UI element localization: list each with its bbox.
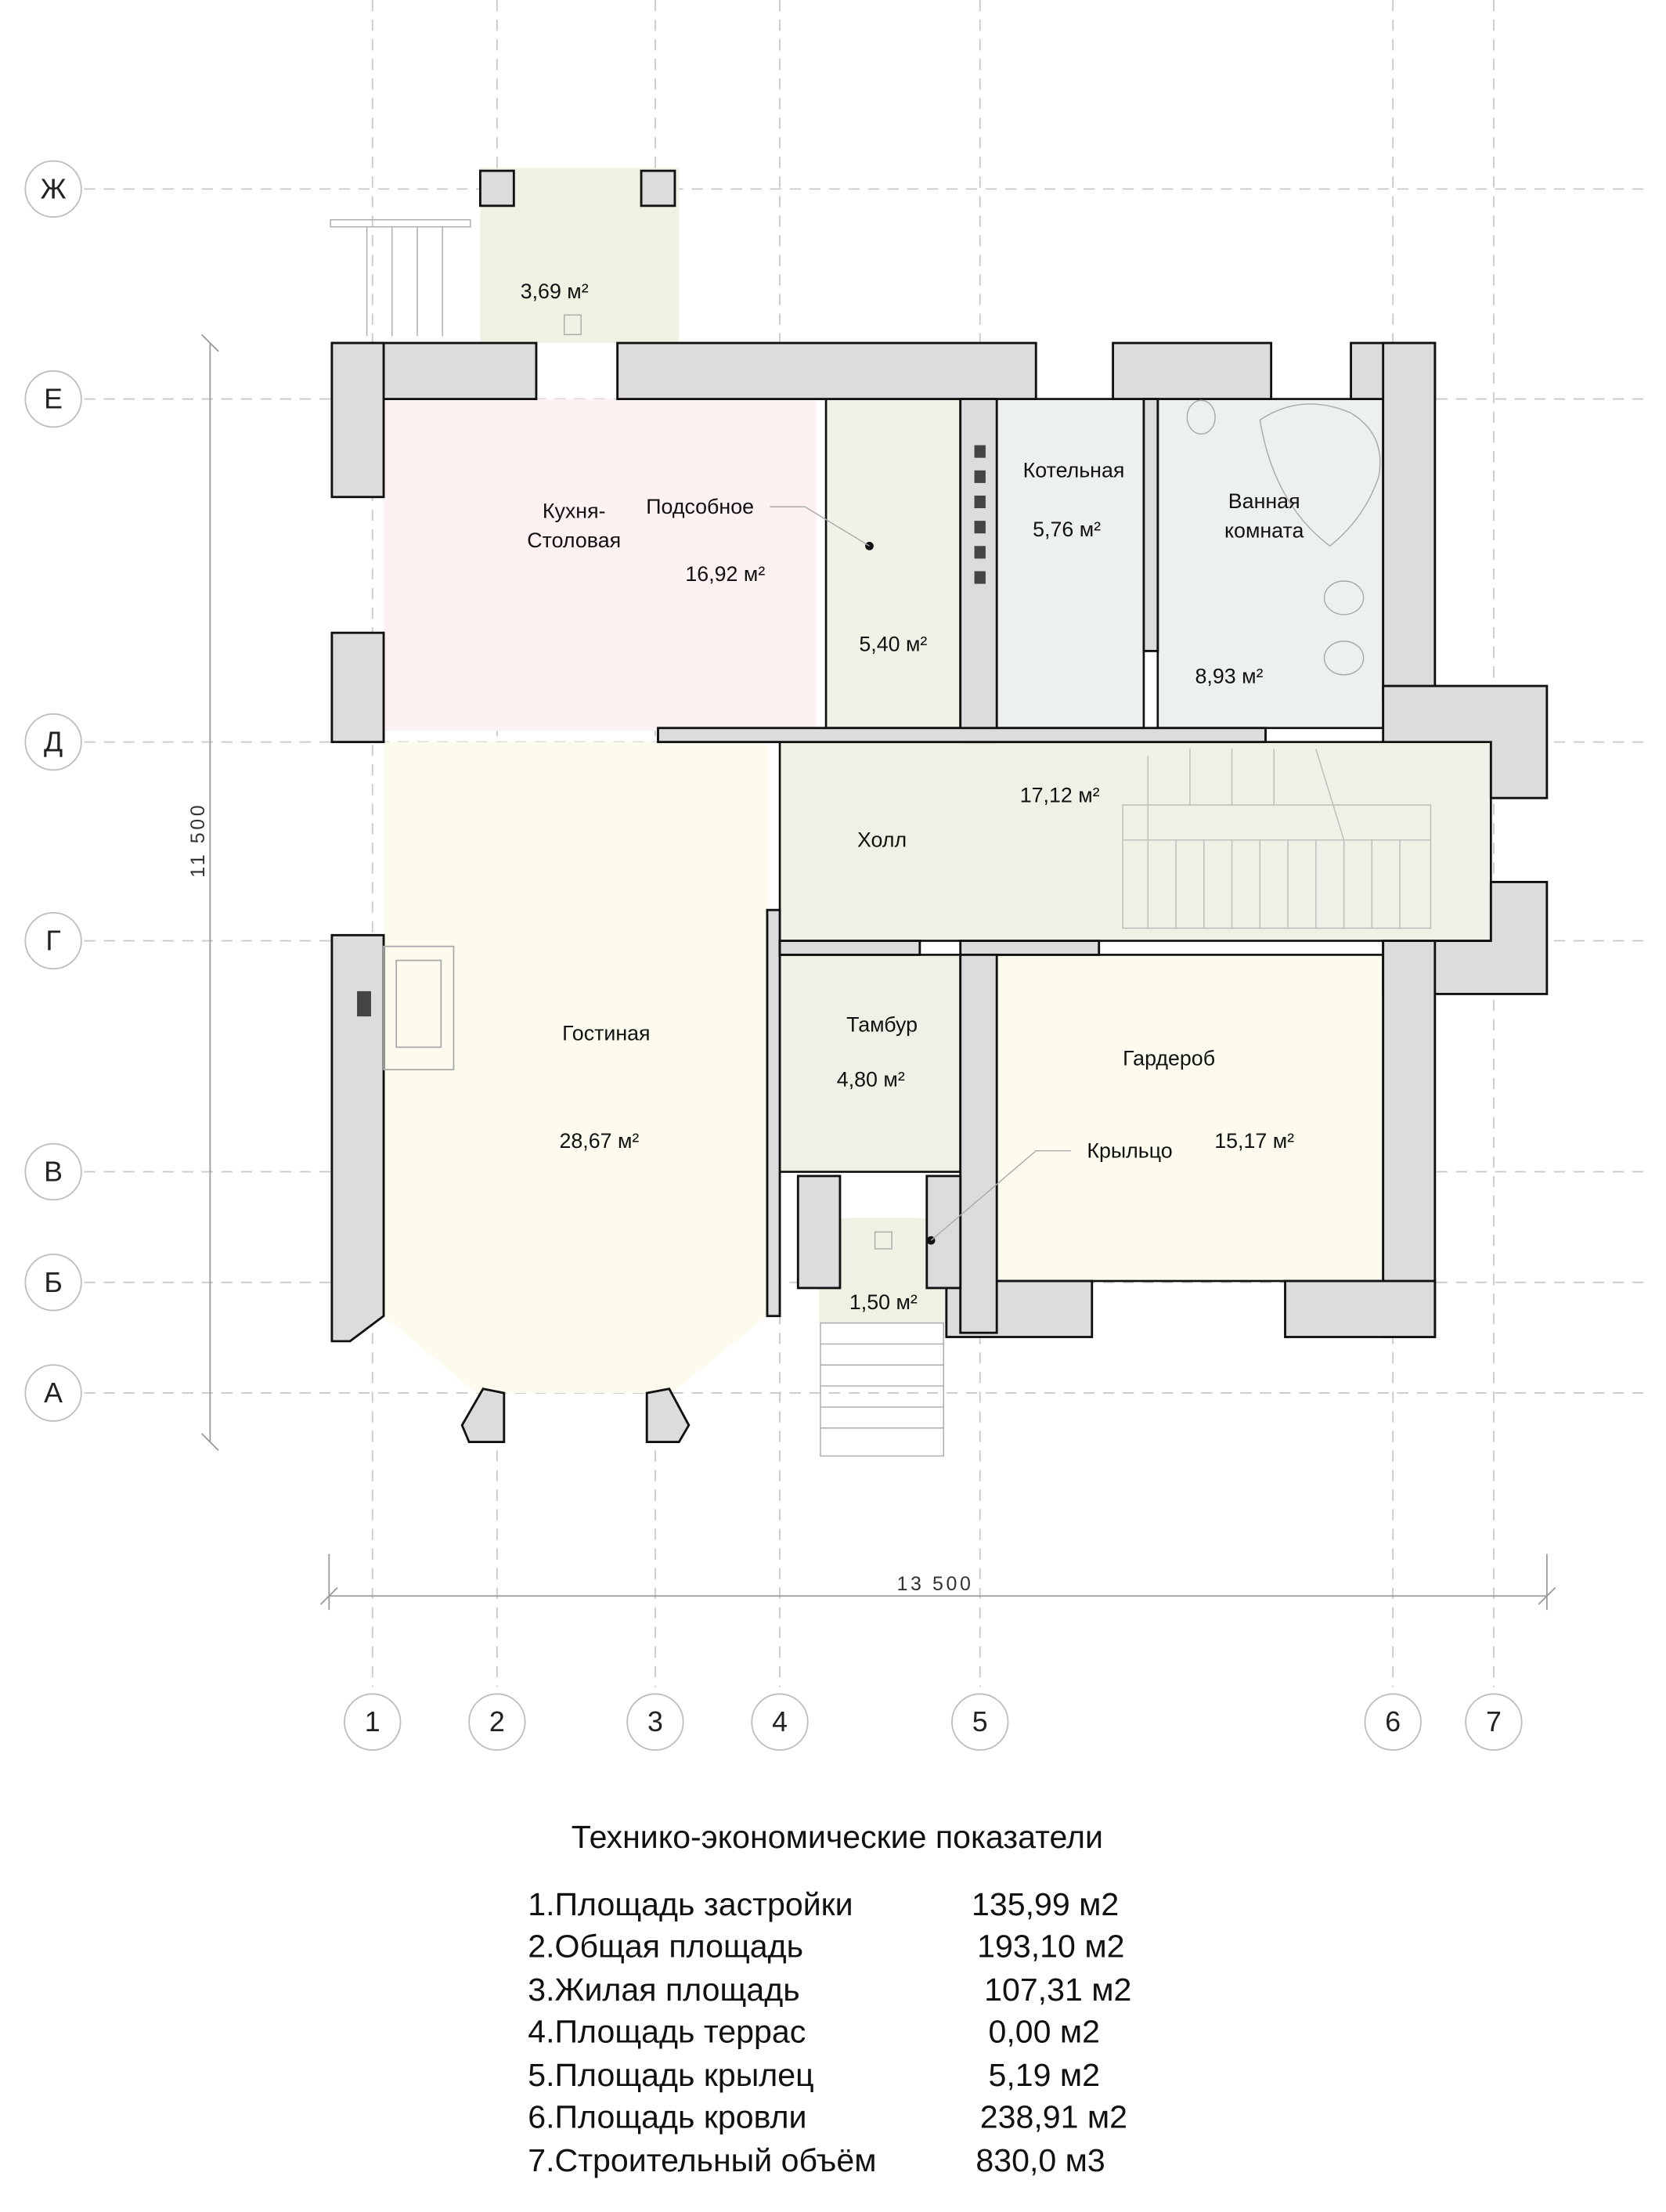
indicator-label: 6.Площадь кровли <box>528 2099 806 2135</box>
axis-row-label: Г <box>45 926 60 957</box>
axis-col-label: 1 <box>365 1706 380 1737</box>
vestibule-floor <box>778 954 962 1173</box>
axis-col-label: 6 <box>1385 1706 1401 1737</box>
height-dimension-text: 11 500 <box>187 803 209 878</box>
indicator-value: 193,10 м2 <box>977 1929 1124 1965</box>
utility-area: 5,40 м² <box>859 632 927 655</box>
axis-col-label: 4 <box>772 1706 788 1737</box>
kitchen-area: 16,92 м² <box>685 562 765 586</box>
vestibule-name: Тамбур <box>846 1013 918 1037</box>
bathtub-icon <box>1186 399 1381 676</box>
indicator-value: 135,99 м2 <box>972 1886 1119 1922</box>
bathroom-floor <box>1156 398 1385 730</box>
utility-name: Подсобное <box>646 495 754 518</box>
kitchen-floor <box>384 399 817 731</box>
axis-row-label: Е <box>44 384 63 415</box>
wardrobe-area: 15,17 м² <box>1214 1129 1294 1153</box>
wardrobe-floor <box>995 954 1385 1283</box>
vent-ducts <box>974 445 986 584</box>
axis-col-label: 7 <box>1486 1706 1502 1737</box>
bathroom-name: комната <box>1224 519 1304 543</box>
room-labels: 3,69 м² Кухня- Столовая Подсобное 16,92 … <box>521 280 1304 1314</box>
boiler-area: 5,76 м² <box>1033 518 1101 541</box>
kitchen-name: Кухня- <box>543 500 606 523</box>
rooms <box>384 168 1492 1394</box>
chimney-mark <box>357 991 371 1017</box>
boiler-floor <box>995 398 1145 730</box>
leader-dot <box>865 541 874 550</box>
indicator-value: 238,91 м2 <box>980 2099 1127 2135</box>
width-dimension-text: 13 500 <box>897 1573 974 1595</box>
boiler-name: Котельная <box>1023 459 1125 482</box>
indicator-value: 830,0 м3 <box>975 2142 1105 2178</box>
column-axis-labels: 1 2 3 4 5 6 7 <box>344 1693 1523 1751</box>
living-name: Гостиная <box>562 1021 650 1045</box>
row-axis-labels: Ж Е Д Г В Б А <box>24 160 82 1422</box>
wardrobe-name: Гардероб <box>1123 1047 1215 1070</box>
porch-steps-icon <box>820 1322 944 1457</box>
axis-row-label: Д <box>44 727 63 758</box>
indicators-table: Технико-экономические показатели 1.Площа… <box>528 1819 1131 2178</box>
axis-col-label: 3 <box>647 1706 663 1737</box>
axis-row-label: А <box>44 1377 63 1409</box>
staircase-icon <box>1122 749 1432 929</box>
axis-row-label: Б <box>44 1267 62 1298</box>
kitchen-name: Столовая <box>527 529 621 552</box>
indicator-label: 3.Жилая площадь <box>528 1972 799 2008</box>
indicator-value: 0,00 м2 <box>988 2014 1100 2050</box>
living-area: 28,67 м² <box>559 1129 639 1153</box>
balcony-area: 3,69 м² <box>521 280 589 303</box>
indicators-title: Технико-экономические показатели <box>572 1819 1103 1855</box>
living-floor <box>384 742 767 1394</box>
vestibule-area: 4,80 м² <box>837 1067 905 1091</box>
indicator-label: 2.Общая площадь <box>528 1929 803 1965</box>
indicator-label: 7.Строительный объём <box>528 2142 876 2178</box>
dimension-width: 13 500 <box>319 1553 1556 1611</box>
indicator-label: 5.Площадь крылец <box>528 2057 813 2093</box>
balcony-railing-icon <box>330 218 892 1250</box>
indicator-label: 4.Площадь террас <box>528 2014 806 2050</box>
indicator-value: 107,31 м2 <box>984 1972 1131 2008</box>
axis-col-label: 2 <box>489 1706 505 1737</box>
hall-name: Холл <box>857 828 907 852</box>
porch-area: 1,50 м² <box>849 1290 918 1314</box>
hall-area: 17,12 м² <box>1020 784 1100 807</box>
bathroom-area: 8,93 м² <box>1195 665 1264 688</box>
walls <box>330 169 1549 1444</box>
dimension-height: 11 500 <box>187 334 219 1451</box>
indicator-label: 1.Площадь застройки <box>528 1886 853 1922</box>
utility-floor <box>824 398 962 730</box>
axis-col-label: 5 <box>972 1706 988 1737</box>
bathroom-name: Ванная <box>1228 489 1300 513</box>
indicator-value: 5,19 м2 <box>988 2057 1100 2093</box>
porch-name: Крыльцо <box>1087 1139 1172 1163</box>
axis-row-label: В <box>44 1157 63 1188</box>
axis-row-label: Ж <box>41 173 67 204</box>
